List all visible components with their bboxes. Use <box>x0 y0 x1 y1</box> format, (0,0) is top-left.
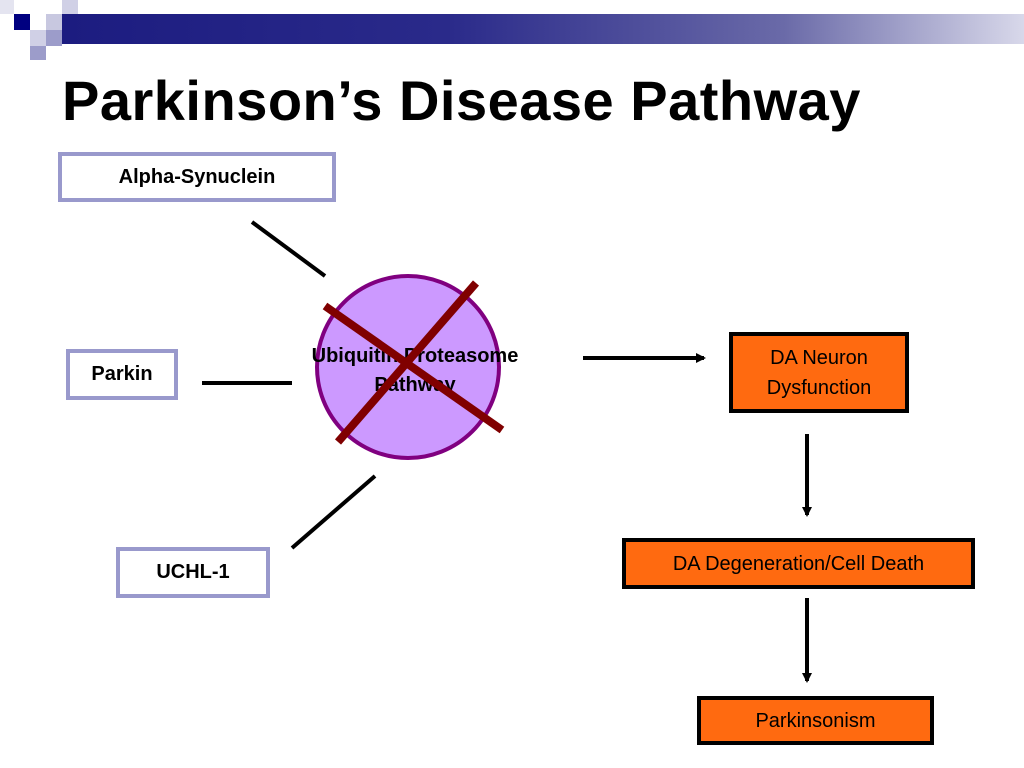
cross-stroke-1 <box>322 302 505 434</box>
gene-label: Alpha-Synuclein <box>118 165 276 188</box>
outcome-box-degeneration: DA Degeneration/Cell Death <box>622 538 975 589</box>
outcome-label: Parkinsonism <box>755 709 876 732</box>
decor-square <box>46 14 62 30</box>
gene-box-uchl1: UCHL-1 <box>116 547 270 598</box>
connector-uchl1 <box>290 474 377 550</box>
outcome-label-line1: DA Neuron <box>770 346 868 369</box>
outcome-box-dysfunction: DA Neuron Dysfunction <box>729 332 909 413</box>
slide-title: Parkinson’s Disease Pathway <box>62 69 861 132</box>
decor-square <box>46 30 62 46</box>
connector-alpha-synuclein <box>250 220 327 278</box>
decor-square <box>0 0 14 14</box>
outcome-label: DA Degeneration/Cell Death <box>672 552 925 575</box>
gene-box-alpha-synuclein: Alpha-Synuclein <box>58 152 336 202</box>
title-accent-bar <box>62 14 1024 44</box>
decor-square <box>30 30 46 46</box>
gene-box-parkin: Parkin <box>66 349 178 400</box>
gene-label: Parkin <box>91 363 153 385</box>
decor-square <box>30 46 46 60</box>
outcome-box-parkinsonism: Parkinsonism <box>697 696 934 745</box>
decor-square <box>14 14 30 30</box>
cross-stroke-2 <box>334 280 480 445</box>
decor-square <box>62 0 78 14</box>
outcome-label-line2: Dysfunction <box>766 376 872 399</box>
gene-label: UCHL-1 <box>156 561 230 583</box>
